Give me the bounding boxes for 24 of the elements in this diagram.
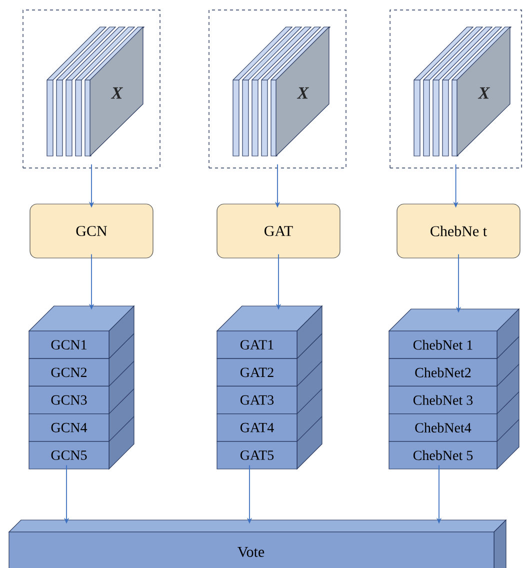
layer-cell: GCN2 bbox=[28, 358, 110, 386]
layer-cell: ChebNet4 bbox=[388, 414, 498, 442]
input-frame bbox=[390, 10, 522, 168]
matrix-label: X bbox=[296, 87, 310, 99]
layer-cell: ChebNet2 bbox=[388, 358, 498, 386]
layer-cell: ChebNet 5 bbox=[388, 441, 498, 470]
layer-cell: GAT1 bbox=[216, 330, 298, 359]
layer-cell: GAT5 bbox=[216, 441, 298, 470]
process-box: GCN bbox=[30, 204, 154, 258]
process-box: ChebNe t bbox=[396, 204, 520, 258]
process-box: GAT bbox=[216, 204, 340, 258]
layer-cell: GCN3 bbox=[28, 386, 110, 414]
input-frame bbox=[208, 10, 346, 168]
layer-cell: GCN4 bbox=[28, 414, 110, 442]
layer-cell: GCN1 bbox=[28, 330, 110, 359]
input-frame bbox=[22, 10, 160, 168]
matrix-label: X bbox=[110, 87, 124, 99]
layer-cell: GAT2 bbox=[216, 358, 298, 386]
layer-cell: ChebNet 1 bbox=[388, 330, 498, 359]
layer-cell: GCN5 bbox=[28, 441, 110, 470]
layer-cell: GAT3 bbox=[216, 386, 298, 414]
matrix-label: X bbox=[478, 87, 490, 99]
layer-cell: ChebNet 3 bbox=[388, 386, 498, 414]
layer-cell: GAT4 bbox=[216, 414, 298, 442]
